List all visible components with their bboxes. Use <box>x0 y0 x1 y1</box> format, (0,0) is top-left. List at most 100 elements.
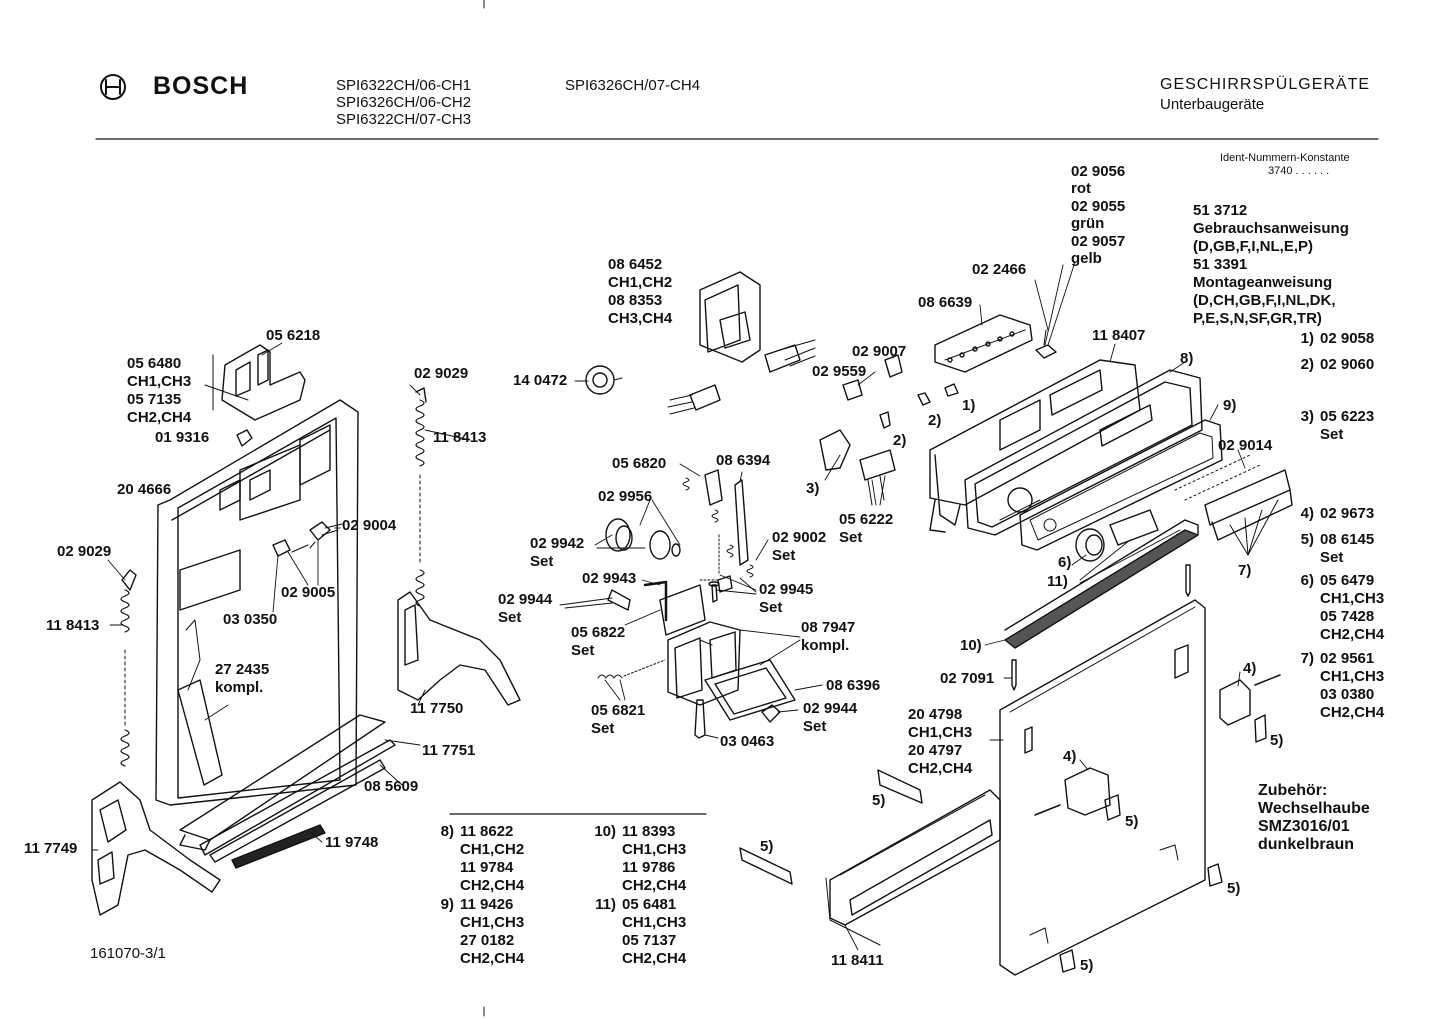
part-label: 11 8413 <box>46 617 100 634</box>
part-label: 11 8407 <box>1092 327 1146 344</box>
door-frame-part <box>155 399 359 806</box>
part-label: 27 2435 <box>215 661 270 678</box>
part-label: 08 6394 <box>716 452 771 469</box>
part-label: 02 9002 <box>772 529 827 546</box>
part-label: 02 9005 <box>281 584 336 601</box>
part-label: 02 9945 <box>759 581 814 598</box>
table-entry-10: 10)11 8393 CH1,CH3 11 9786 CH2,CH4 <box>594 823 687 894</box>
part-label: Set <box>530 553 554 570</box>
part-label: 01 9316 <box>155 429 210 446</box>
callout-key: 5) <box>1080 957 1094 974</box>
page-title: GESCHIRRSPÜLGERÄTE <box>1160 76 1371 93</box>
front-door-panel-part <box>999 599 1206 976</box>
note-3: 3)05 6223 Set <box>1300 408 1375 443</box>
part-label: gelb <box>1071 250 1102 267</box>
callout-key: 5) <box>1227 880 1241 897</box>
callout-key: 2) <box>893 432 907 449</box>
control-panel-housing-part <box>929 359 1141 533</box>
callout-key: 4) <box>1063 748 1077 765</box>
part-label: 08 7947 <box>801 619 856 636</box>
model-number: SPI6326CH/07-CH4 <box>565 77 701 94</box>
callout-key: 5) <box>872 792 886 809</box>
note-2: 2)02 9060 <box>1300 356 1375 373</box>
part-label: 02 9007 <box>852 343 907 360</box>
part-label: 11 8413 <box>433 429 487 446</box>
part-label: 02 9956 <box>598 488 653 505</box>
callout-key: 4) <box>1243 660 1257 677</box>
doc-line: (D,GB,F,I,NL,E,P) <box>1193 238 1313 255</box>
page-subtitle: Unterbaugeräte <box>1160 96 1265 113</box>
part-label: 02 9944 <box>498 591 553 608</box>
part-label: 03 0350 <box>223 611 278 628</box>
part-label: 05 6480 <box>127 355 182 372</box>
part-label: 02 9942 <box>530 535 585 552</box>
part-label: grün <box>1071 215 1105 232</box>
note-5: 5)08 6145 Set <box>1300 531 1375 566</box>
callout-key: 11) <box>1047 573 1068 590</box>
part-label: kompl. <box>801 637 850 654</box>
bosch-logo-icon <box>100 74 126 100</box>
part-label: 05 6222 <box>839 511 894 528</box>
part-label: Set <box>571 642 595 659</box>
accessory-info: Zubehör: Wechselhaube SMZ3016/01 dunkelb… <box>1258 782 1370 853</box>
callout-key: 5) <box>760 838 774 855</box>
part-label: CH2,CH4 <box>908 760 973 777</box>
part-label: 02 9057 <box>1071 233 1126 250</box>
part-label: 14 0472 <box>513 372 568 389</box>
doc-line: (D,CH,GB,F,I,NL,DK, <box>1193 292 1336 309</box>
documentation-info: 51 3712 Gebrauchsanweisung (D,GB,F,I,NL,… <box>1193 202 1349 328</box>
note-4: 4)02 9673 <box>1300 505 1375 522</box>
part-label: 11 8411 <box>831 952 884 969</box>
program-switch-part <box>667 271 816 415</box>
lower-hinge-part <box>91 781 221 916</box>
part-label: 20 4666 <box>117 481 172 498</box>
model-number: SPI6322CH/06-CH1 <box>336 77 472 94</box>
callout-key: 5) <box>1270 732 1284 749</box>
doc-line: P,E,S,N,SF,GR,TR) <box>1193 310 1322 327</box>
part-label: CH1,CH3 <box>127 373 192 390</box>
callout-key: 9) <box>1223 397 1237 414</box>
part-label: Set <box>803 718 827 735</box>
part-label: 05 6218 <box>266 327 321 344</box>
part-label: 02 9943 <box>582 570 637 587</box>
note-6: 6)05 6479 CH1,CH3 05 7428 CH2,CH4 <box>1300 572 1385 643</box>
part-label: 03 0463 <box>720 733 775 750</box>
part-label: 08 6452 <box>608 256 663 273</box>
brand-name: BOSCH <box>153 72 249 100</box>
drawing-number: 161070-3/1 <box>90 945 166 962</box>
part-label: rot <box>1071 180 1091 197</box>
model-number: SPI6322CH/07-CH3 <box>336 111 472 128</box>
push-buttons-part <box>1174 454 1293 556</box>
model-number: SPI6326CH/06-CH2 <box>336 94 472 111</box>
part-label: 02 9055 <box>1071 198 1126 215</box>
callout-key: 6) <box>1058 554 1072 571</box>
part-label: 08 8353 <box>608 292 663 309</box>
note-1: 1)02 9058 <box>1300 330 1375 347</box>
callout-key: 7) <box>1238 562 1252 579</box>
part-label: 20 4798 <box>908 706 963 723</box>
part-label: CH3,CH4 <box>608 310 673 327</box>
part-label: 08 5609 <box>364 778 419 795</box>
part-label: 05 6820 <box>612 455 667 472</box>
part-label: Set <box>839 529 863 546</box>
part-label: 02 9029 <box>414 365 469 382</box>
part-label: 20 4797 <box>908 742 963 759</box>
part-label: 05 7135 <box>127 391 182 408</box>
part-label: 02 9004 <box>342 517 397 534</box>
ident-label: Ident-Nummern-Konstante <box>1220 152 1350 164</box>
part-label: Set <box>759 599 783 616</box>
table-entry-8: 8)11 8622 CH1,CH2 11 9784 CH2,CH4 <box>440 823 525 894</box>
part-label: 02 9029 <box>57 543 112 560</box>
part-label: 05 6821 <box>591 702 646 719</box>
part-label: Set <box>498 609 522 626</box>
doc-line: 51 3391 <box>1193 256 1248 273</box>
part-label: 11 7749 <box>24 840 78 857</box>
part-label: 02 9056 <box>1071 163 1126 180</box>
part-label: 05 6822 <box>571 624 626 641</box>
part-label: CH2,CH4 <box>127 409 192 426</box>
part-label: 11 9748 <box>325 834 379 851</box>
callout-key: 3) <box>806 480 820 497</box>
part-label: Set <box>591 720 615 737</box>
part-label: 11 7751 <box>422 742 476 759</box>
part-label: 02 9559 <box>812 363 867 380</box>
